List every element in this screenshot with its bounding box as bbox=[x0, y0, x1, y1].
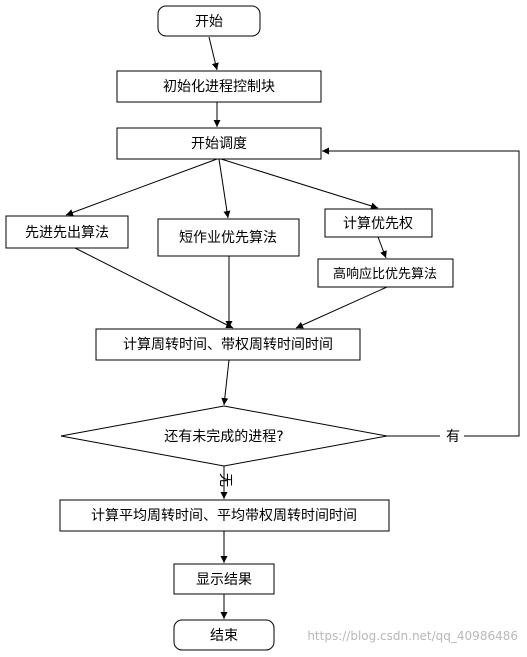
node-show-result: 显示结果 bbox=[173, 563, 275, 595]
node-start: 开始 bbox=[157, 5, 261, 37]
node-show-result-label: 显示结果 bbox=[196, 572, 252, 588]
edge-priority-to-hrrn bbox=[377, 236, 387, 259]
node-hrrn: 高响应比优先算法 bbox=[317, 258, 454, 288]
node-fcfs: 先进先出算法 bbox=[5, 215, 129, 249]
node-begin-schedule: 开始调度 bbox=[116, 127, 322, 160]
edge-schedule-to-sjf bbox=[218, 158, 231, 219]
node-fcfs-label: 先进先出算法 bbox=[25, 225, 109, 241]
node-begin-schedule-label: 开始调度 bbox=[191, 136, 247, 152]
node-decision: 还有未完成的进程? bbox=[60, 405, 388, 467]
edge-decision-yes-loop bbox=[322, 147, 520, 437]
node-compute-times-label: 计算周转时间、带权周转时间时间 bbox=[123, 337, 333, 353]
node-sjf-label: 短作业优先算法 bbox=[179, 230, 277, 246]
node-sjf: 短作业优先算法 bbox=[157, 218, 300, 257]
node-compute-avg: 计算平均周转时间、平均带权周转时间时间 bbox=[59, 499, 390, 532]
node-init-label: 初始化进程控制块 bbox=[163, 78, 275, 95]
edge-label-yes: 有 bbox=[446, 429, 460, 445]
node-compute-avg-label: 计算平均周转时间、平均带权周转时间时间 bbox=[91, 508, 357, 524]
edge-label-no: 无 bbox=[217, 473, 233, 487]
node-init: 初始化进程控制块 bbox=[116, 70, 322, 103]
node-decision-label: 还有未完成的进程? bbox=[164, 429, 283, 445]
node-start-label: 开始 bbox=[195, 14, 223, 30]
edge-schedule-to-priority bbox=[220, 158, 379, 210]
node-compute-priority-label: 计算优先权 bbox=[343, 216, 413, 232]
node-hrrn-label: 高响应比优先算法 bbox=[333, 266, 437, 282]
edge-fcfs-to-compute bbox=[74, 247, 234, 329]
connectors bbox=[65, 36, 520, 619]
node-end-label: 结束 bbox=[210, 628, 238, 644]
edge-hrrn-to-compute bbox=[295, 286, 388, 329]
edge-schedule-to-fcfs bbox=[65, 158, 218, 216]
edge-start-to-init bbox=[208, 36, 219, 71]
watermark-text: https://blog.csdn.net/qq_40986486 bbox=[307, 629, 518, 643]
node-end: 结束 bbox=[173, 619, 275, 651]
node-compute-times: 计算周转时间、带权周转时间时间 bbox=[95, 328, 361, 361]
edge-compute-to-decision bbox=[221, 359, 230, 406]
edge-label-bg bbox=[440, 427, 464, 445]
node-compute-priority: 计算优先权 bbox=[324, 208, 433, 238]
